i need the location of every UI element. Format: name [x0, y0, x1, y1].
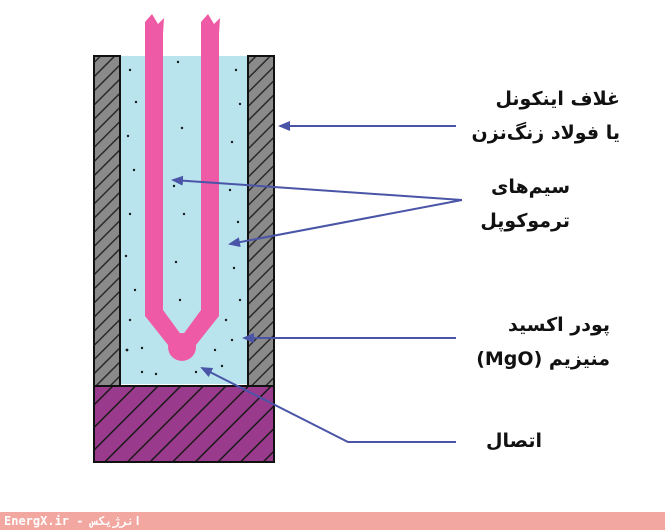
wire-arrow-2 [228, 199, 463, 248]
powder-dots [124, 60, 242, 376]
footer-text: EnergX.ir - انرژیکس [4, 514, 142, 528]
wires-label-line1: سیم‌های [490, 176, 570, 198]
junction-bead [168, 333, 196, 361]
sheath-base [93, 385, 275, 463]
wire-arrow-1 [171, 175, 463, 201]
sheath-wall-left [93, 55, 121, 411]
junction-label-text: اتصال [486, 430, 542, 452]
wires-label-line2: ترموکوپل [480, 210, 570, 232]
thermocouple-wires [145, 14, 220, 350]
junction-label: اتصال [460, 424, 542, 458]
powder-label: پودر اکسید منیزیم (MgO) [420, 308, 610, 376]
powder-label-line2: منیزیم (MgO) [476, 348, 610, 370]
footer-bar: EnergX.ir - انرژیکس [0, 512, 665, 530]
sheath-label-line1: غلاف اینکونل [495, 88, 620, 110]
junction-arrow [200, 367, 456, 443]
powder-label-line1: پودر اکسید [508, 314, 610, 336]
sheath-label: غلاف اینکونل یا فولاد زنگ‌نزن [410, 82, 620, 150]
mgo-powder [120, 56, 248, 384]
callout-arrows [171, 121, 463, 443]
sheath-label-line2: یا فولاد زنگ‌نزن [471, 122, 620, 144]
sheath-wall-right [247, 55, 275, 411]
wires-label: سیم‌های ترموکوپل [450, 170, 570, 238]
